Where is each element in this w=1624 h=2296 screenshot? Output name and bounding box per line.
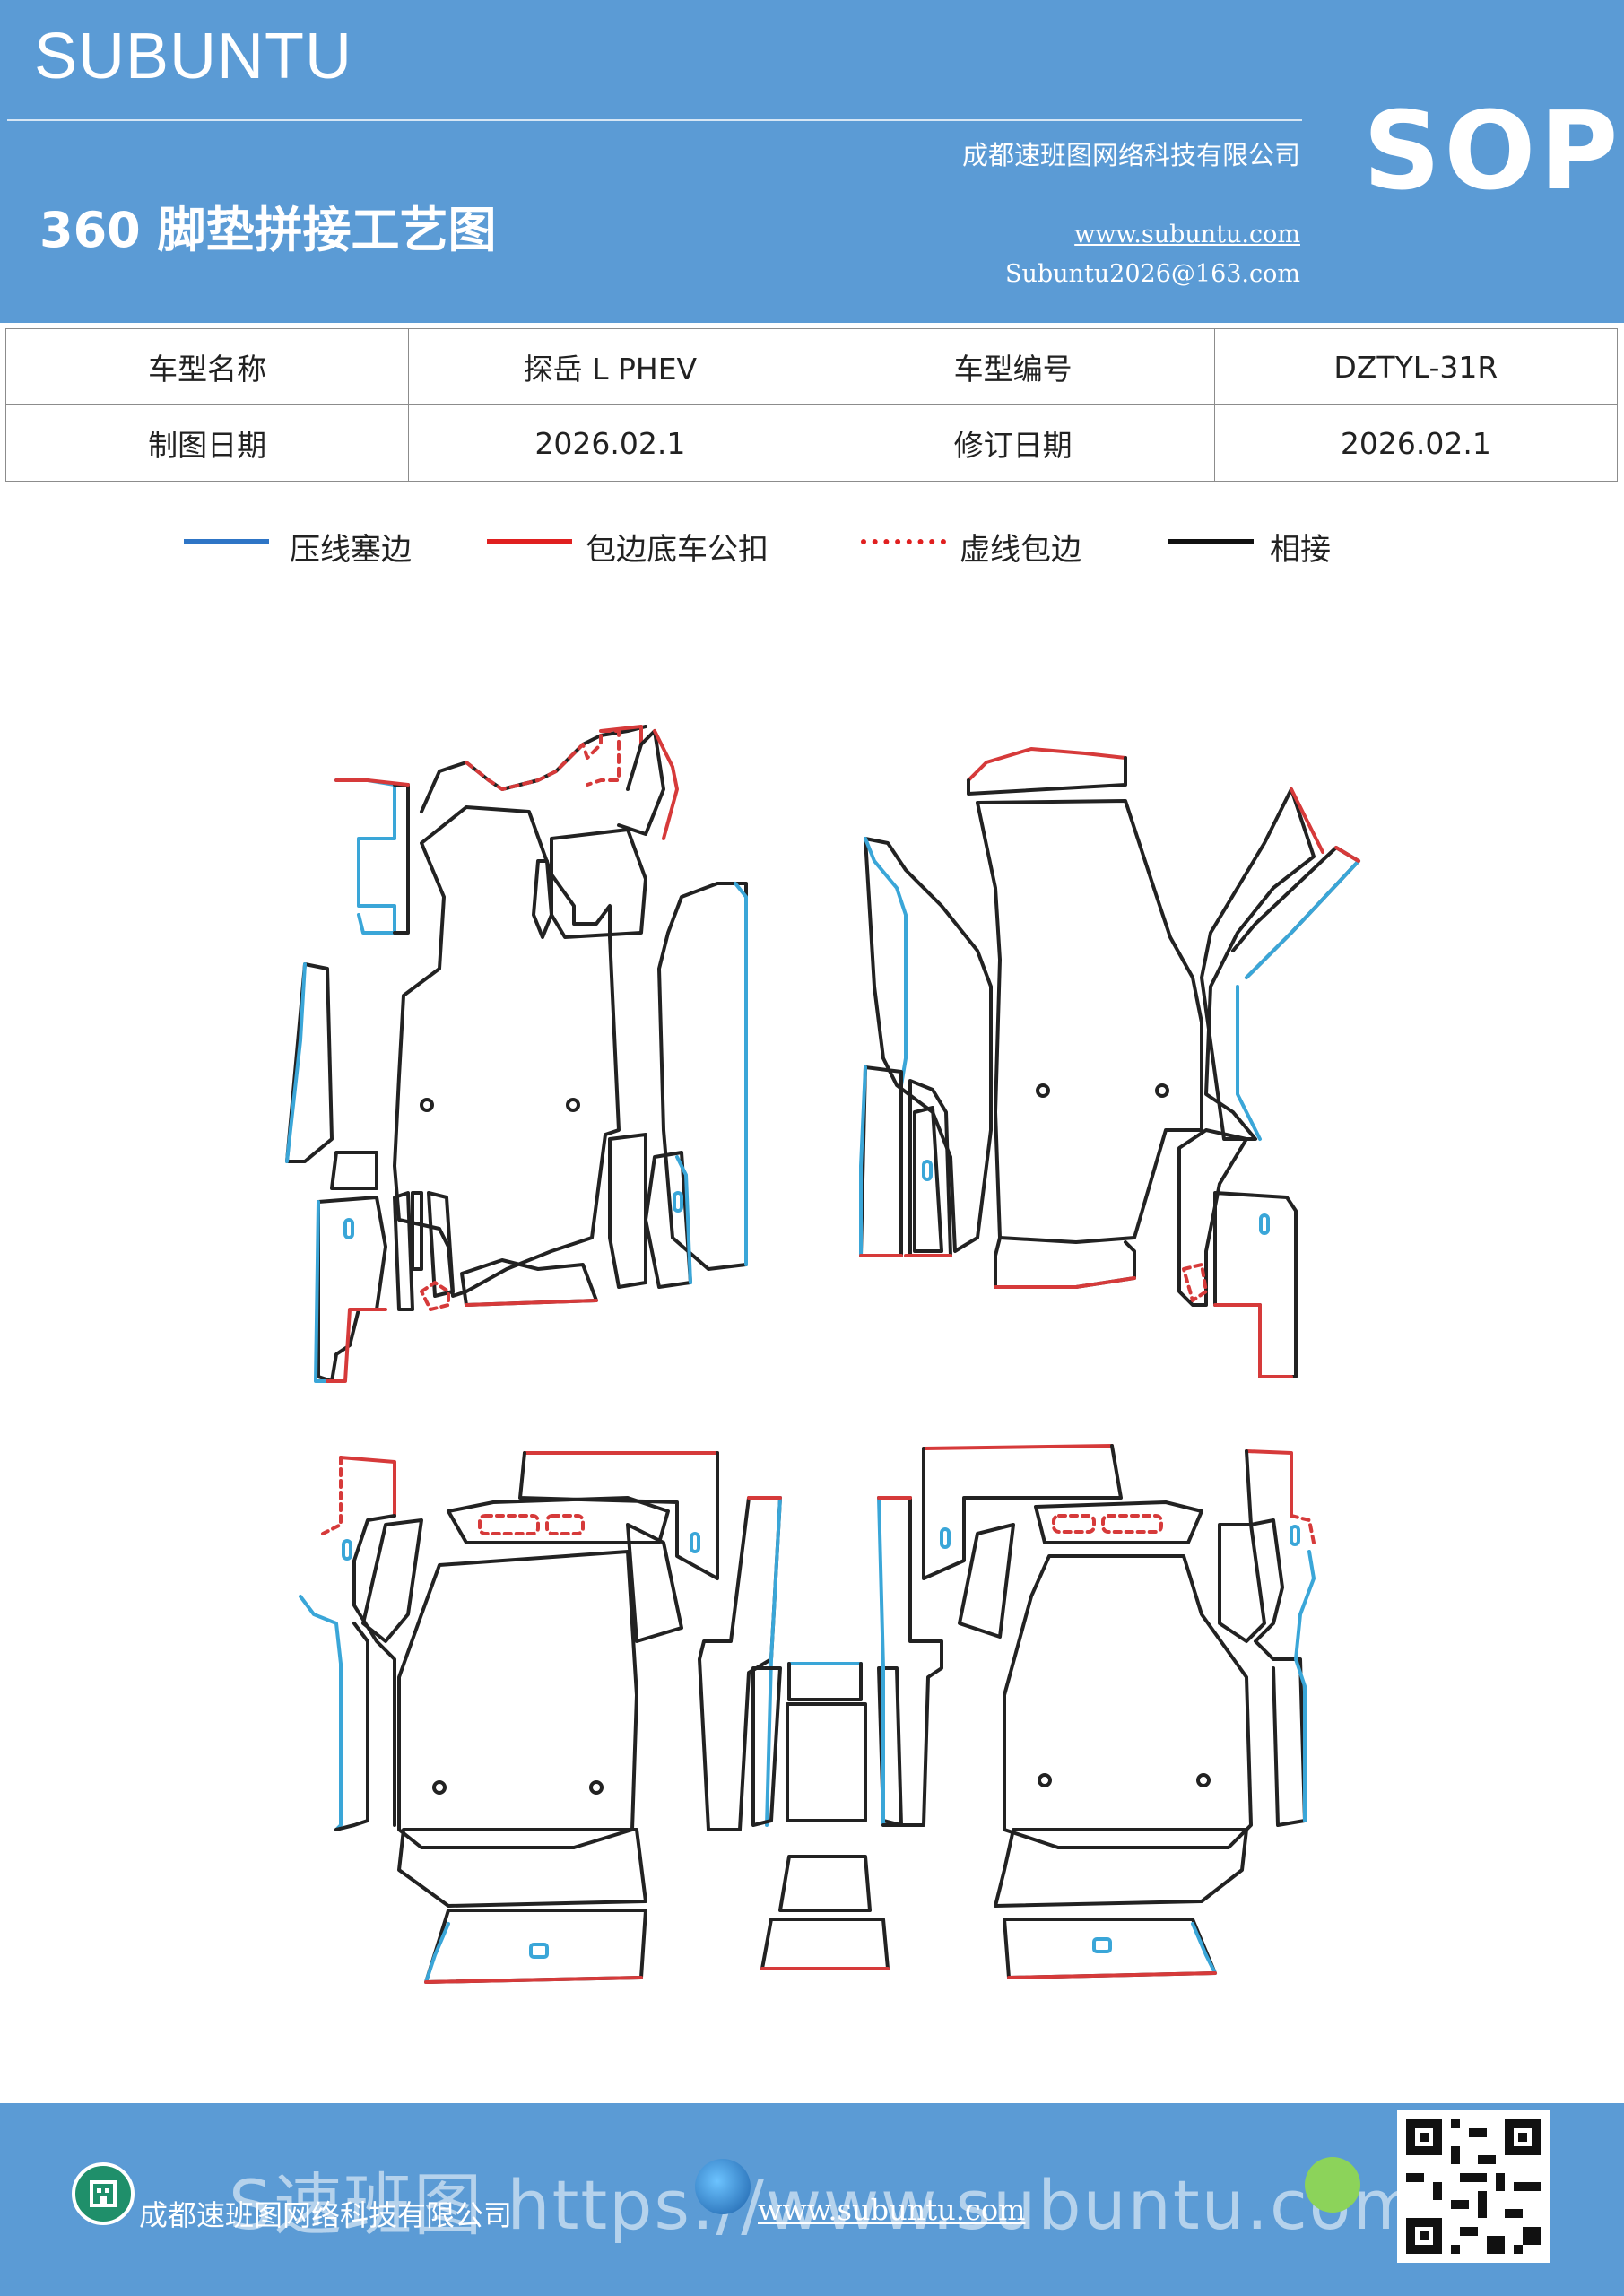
- header: SUBUNTU 成都速班图网络科技有限公司 360 脚垫拼接工艺图 www.su…: [0, 0, 1624, 323]
- table-cell: 制图日期: [4, 404, 410, 482]
- rear-left-mat: [299, 1451, 782, 1984]
- page-title: 360 脚垫拼接工艺图: [39, 202, 497, 258]
- legend: 压线塞边 包边底车公扣 虚线包边 相接: [0, 520, 1624, 574]
- company-name: 成都速班图网络科技有限公司: [961, 140, 1300, 170]
- email-address: Subuntu2026@163.com: [1005, 260, 1300, 288]
- table-cell: 车型名称: [4, 328, 410, 405]
- wechat-icon: [1305, 2157, 1360, 2213]
- header-divider: [7, 119, 1302, 121]
- footer-watermark: S速班图 https://www.subuntu.com: [229, 2165, 1421, 2245]
- table-cell: 修订日期: [811, 404, 1215, 482]
- website-link[interactable]: www.subuntu.com: [1074, 221, 1300, 248]
- legend-label: 相接: [1270, 532, 1331, 568]
- legend-swatch-black: [1168, 539, 1254, 544]
- legend-swatch-red-dashed: [861, 539, 946, 544]
- legend-swatch-red: [487, 539, 572, 544]
- rear-right-mat: [877, 1444, 1316, 1979]
- legend-label: 包边底车公扣: [586, 532, 769, 568]
- legend-label: 压线塞边: [290, 532, 412, 568]
- footer-website[interactable]: www.subuntu.com: [758, 2193, 1026, 2227]
- front-right-mat: [859, 747, 1360, 1378]
- table-cell: 2026.02.1: [1213, 404, 1619, 482]
- brand-logo: SUBUNTU: [34, 21, 353, 92]
- vehicle-info-table: 车型名称 探岳 L PHEV 车型编号 DZTYL-31R 制图日期 2026.…: [4, 328, 1619, 482]
- building-icon-glyph: [90, 2180, 117, 2207]
- table-cell: DZTYL-31R: [1213, 328, 1619, 405]
- building-icon: [72, 2162, 135, 2225]
- table-cell: 探岳 L PHEV: [408, 328, 812, 405]
- footer: S速班图 https://www.subuntu.com 成都速班图网络科技有限…: [0, 2103, 1624, 2296]
- legend-label: 虚线包边: [960, 532, 1081, 568]
- floor-mat-diagram: [285, 725, 1360, 1984]
- qr-code-pattern: [1397, 2110, 1550, 2263]
- globe-icon: [695, 2159, 751, 2214]
- table-cell: 2026.02.1: [408, 404, 812, 482]
- footer-company: 成都速班图网络科技有限公司: [139, 2198, 513, 2232]
- table-row: 制图日期 2026.02.1 修订日期 2026.02.1: [4, 404, 1619, 482]
- table-cell: 车型编号: [811, 328, 1215, 405]
- legend-swatch-blue: [184, 539, 269, 544]
- sop-badge: SOP: [1363, 90, 1622, 214]
- center-tunnel-mat: [751, 1662, 903, 1970]
- qr-code: [1397, 2110, 1550, 2263]
- table-row: 车型名称 探岳 L PHEV 车型编号 DZTYL-31R: [4, 328, 1619, 405]
- front-left-mat: [285, 725, 748, 1383]
